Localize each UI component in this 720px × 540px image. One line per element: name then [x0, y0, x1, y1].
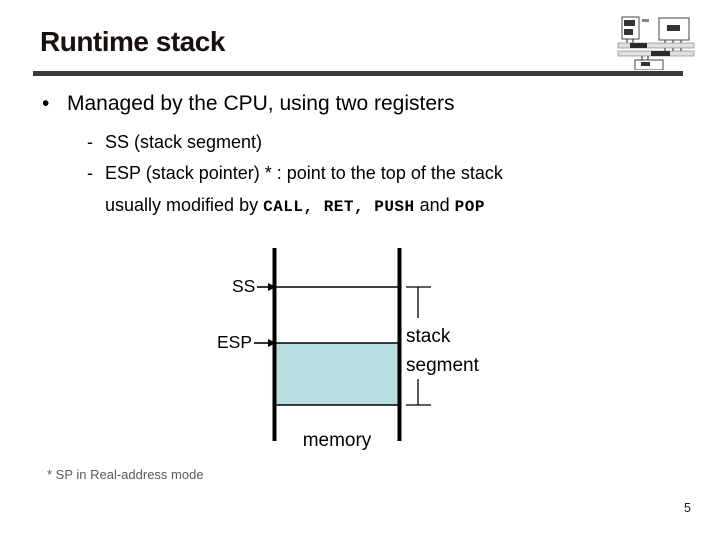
cpu-bus-logo-icon [617, 16, 695, 70]
ss-register-label: SS [232, 276, 256, 296]
stack-segment-label-line2: segment [406, 355, 479, 376]
mono-instructions: CALL, RET, PUSH [263, 198, 415, 216]
sub-bullet-ss-text: SS (stack segment) [105, 132, 263, 152]
dash-marker: - [87, 132, 93, 152]
page-title: Runtime stack [40, 26, 225, 57]
esp-register-label: ESP [217, 332, 253, 352]
dash-marker: - [87, 163, 93, 183]
page-number: 5 [684, 501, 691, 515]
stack-segment-label-line1: stack [406, 326, 451, 347]
footnote: * SP in Real-address mode [47, 467, 204, 482]
bullet-line-main: • Managed by the CPU, using two register… [42, 92, 455, 116]
sub-bullet-esp: - ESP (stack pointer) * : point to the t… [87, 163, 503, 184]
bullet-text: Managed by the CPU, using two registers [67, 92, 455, 115]
ss-arrowhead-icon [268, 283, 276, 291]
sub-bullet-ss: - SS (stack segment) [87, 132, 262, 153]
bullet-marker: • [42, 92, 50, 115]
sub-bullet-esp-continuation: usually modified by CALL, RET, PUSH and … [105, 195, 485, 216]
sub-bullet-esp-text: ESP (stack pointer) * : point to the top… [105, 163, 503, 183]
memory-label: memory [302, 430, 372, 451]
continuation-conjunction: and [414, 195, 455, 215]
title-underline [33, 71, 683, 76]
esp-arrowhead-icon [268, 339, 276, 347]
continuation-prefix: usually modified by [105, 195, 264, 215]
mono-pop: POP [454, 198, 485, 216]
stack-segment-fill [276, 343, 398, 405]
stack-segment-label: stack segment [406, 322, 479, 380]
stack-diagram [254, 248, 431, 441]
